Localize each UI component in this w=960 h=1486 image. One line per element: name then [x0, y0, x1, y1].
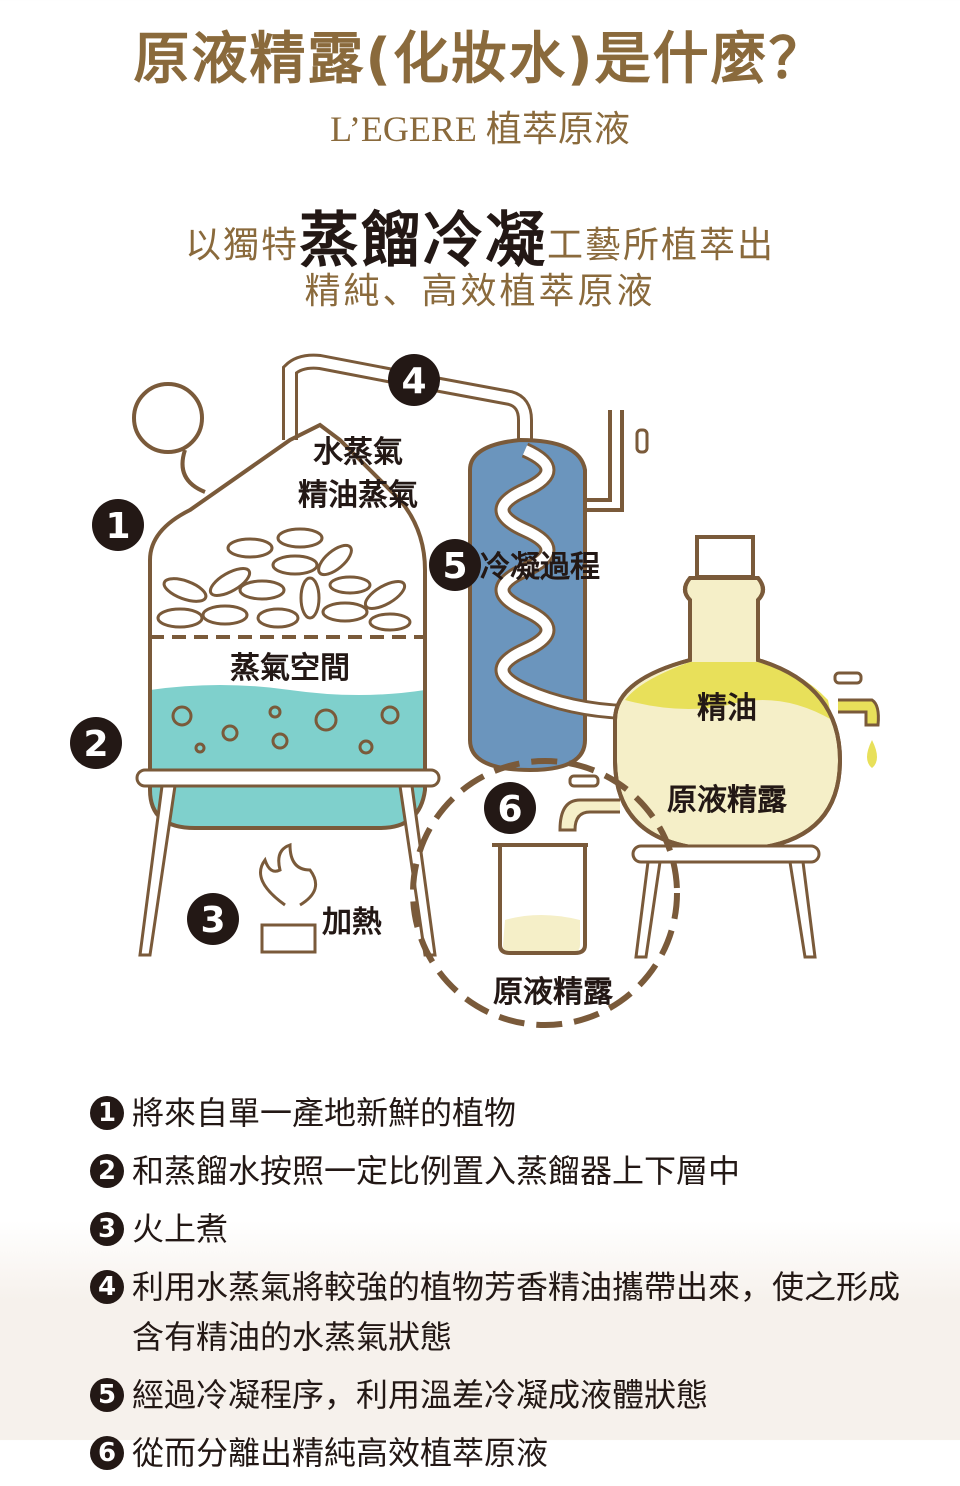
label-heat: 加熱 [322, 905, 382, 940]
step-text: 利用水蒸氣將較強的植物芳香精油攜帶出來，使之形成含有精油的水蒸氣狀態 [132, 1268, 901, 1356]
label-hydrosol-flask: 原液精露 [667, 783, 788, 818]
intro-prefix: 以獨特 [184, 225, 299, 266]
step-text: 經過冷凝程序，利用溫差冷凝成液體狀態 [132, 1376, 709, 1414]
step-marker-3 [187, 893, 239, 945]
label-oil-steam: 精油蒸氣 [298, 478, 418, 513]
beaker [492, 843, 588, 955]
step-number: 1 [90, 1096, 124, 1130]
plant-leaves [156, 527, 412, 632]
step-marker-1-num: 1 [105, 506, 130, 547]
step-marker-6 [484, 782, 536, 834]
step-number: 4 [90, 1270, 124, 1304]
right-stand [631, 844, 821, 959]
intro-suffix: 工藝所植萃出 [547, 225, 776, 266]
label-oil: 精油 [697, 691, 757, 726]
page-title: 原液精露(化妝水)是什麼？ [133, 27, 827, 92]
step-text: 和蒸餾水按照一定比例置入蒸餾器上下層中 [132, 1152, 741, 1190]
step-marker-2-num: 2 [83, 724, 108, 765]
flame-icon [259, 842, 318, 954]
step-number: 3 [90, 1212, 124, 1246]
intro-highlight: 蒸餾冷凝 [299, 206, 547, 276]
step-text: 將來自單一產地新鮮的植物 [132, 1094, 517, 1132]
distillation-diagram: 水蒸氣 精油蒸氣 蒸氣空間 冷凝過程 加熱 精油 原液精露 原液精露 1 2 3… [70, 353, 880, 1028]
pressure-gauge-icon [132, 382, 204, 454]
step-number: 2 [90, 1154, 124, 1188]
label-hydrosol-beaker: 原液精露 [493, 975, 614, 1010]
label-steam-space: 蒸氣空間 [230, 651, 350, 686]
oil-layer [625, 662, 832, 720]
step-marker-5-num: 5 [442, 546, 467, 587]
step-text: 火上煮 [132, 1210, 229, 1248]
step-marker-5 [429, 539, 481, 591]
collection-circle [410, 758, 680, 1028]
step-marker-2 [70, 717, 122, 769]
step-number: 5 [90, 1378, 124, 1412]
step-marker-4 [388, 354, 440, 406]
still-vessel [148, 422, 427, 830]
bubbles [171, 705, 400, 755]
step-marker-6-num: 6 [497, 789, 522, 830]
oil-drop [867, 740, 877, 768]
intro-line-1: 以獨特蒸餾冷凝工藝所植萃出 [0, 192, 960, 279]
water-layer [150, 685, 425, 828]
oil-tap [838, 698, 880, 727]
step-marker-1 [92, 499, 144, 551]
label-steam: 水蒸氣 [313, 435, 403, 470]
step-marker-3-num: 3 [200, 900, 225, 941]
step-marker-4-num: 4 [401, 361, 426, 402]
step-number: 6 [90, 1436, 124, 1470]
hydrosol-tap [558, 798, 620, 832]
flask-stopper [695, 535, 755, 579]
step-text: 從而分離出精純高效植萃原液 [132, 1434, 549, 1472]
label-condense: 冷凝過程 [480, 550, 600, 585]
intro-line-2: 精純、高效植萃原液 [304, 271, 656, 312]
brand-subtitle: L’EGERE 植萃原液 [330, 109, 630, 149]
